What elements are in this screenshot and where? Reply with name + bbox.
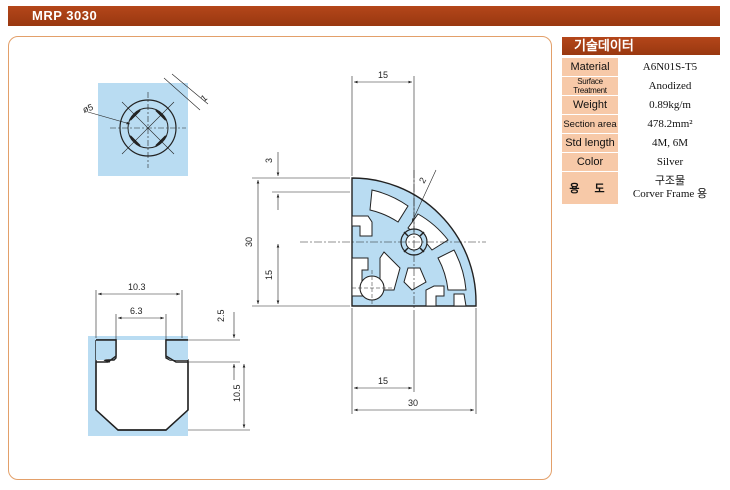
spec-value: Anodized bbox=[619, 76, 720, 96]
dim-top-15: 15 bbox=[378, 70, 388, 80]
spec-table: Material A6N01S-T5 Surface Treatment Ano… bbox=[562, 58, 720, 205]
spec-title-text: 기술데이터 bbox=[574, 38, 634, 53]
spec-title: 기술데이터 bbox=[562, 37, 720, 55]
dim-2-5: 2.5 bbox=[216, 309, 226, 322]
spec-label: Std length bbox=[562, 133, 620, 153]
bore-detail-background bbox=[98, 83, 188, 176]
bore-detail: ø5 1 bbox=[81, 73, 209, 176]
spec-value: Silver bbox=[619, 152, 720, 172]
dim-30-vertical: 30 bbox=[244, 237, 254, 247]
dim-2: 2 bbox=[417, 176, 428, 185]
spec-value: 4M, 6M bbox=[619, 133, 720, 153]
dim-1: 1 bbox=[199, 93, 209, 104]
dim-10-5: 10.5 bbox=[232, 384, 242, 402]
slot-detail: 10.3 6.3 2.5 10.5 bbox=[88, 282, 250, 436]
spec-value: 0.89kg/m bbox=[619, 95, 720, 115]
dim-bottom-30: 30 bbox=[408, 398, 418, 408]
spec-row-section-area: Section area 478.2mm² bbox=[562, 114, 720, 134]
dim-bottom-15: 15 bbox=[378, 376, 388, 386]
dim-3: 3 bbox=[264, 158, 274, 163]
spec-row-color: Color Silver bbox=[562, 152, 720, 172]
spec-label: Material bbox=[562, 58, 620, 77]
spec-value: 478.2mm² bbox=[619, 114, 720, 134]
spec-row-material: Material A6N01S-T5 bbox=[562, 58, 720, 77]
spec-label: Surface Treatment bbox=[562, 76, 620, 96]
spec-value: 구조물 Corver Frame 용 bbox=[619, 171, 720, 205]
spec-row-surface: Surface Treatment Anodized bbox=[562, 76, 720, 96]
use-line-2: Corver Frame 용 bbox=[632, 188, 708, 200]
spec-value: A6N01S-T5 bbox=[619, 58, 720, 77]
dim-6-3: 6.3 bbox=[130, 306, 143, 316]
spec-label: Weight bbox=[562, 95, 620, 115]
spec-row-std-length: Std length 4M, 6M bbox=[562, 133, 720, 153]
dim-dia-5: ø5 bbox=[81, 102, 94, 115]
profile-section bbox=[300, 170, 486, 318]
dim-15-vertical: 15 bbox=[264, 270, 274, 280]
page-title: MRP 3030 bbox=[32, 8, 98, 23]
drawing-frame bbox=[8, 36, 552, 480]
dim-10-3: 10.3 bbox=[128, 282, 146, 292]
spec-label: Section area bbox=[562, 114, 620, 134]
spec-row-use: 용 도 구조물 Corver Frame 용 bbox=[562, 171, 720, 205]
spec-row-weight: Weight 0.89kg/m bbox=[562, 95, 720, 115]
spec-label: 용 도 bbox=[562, 171, 620, 205]
use-line-1: 구조물 bbox=[654, 175, 686, 187]
profile-dimensions: 15 3 30 15 15 30 2 bbox=[244, 70, 477, 414]
spec-label: Color bbox=[562, 152, 620, 172]
header-bar: MRP 3030 bbox=[8, 6, 720, 26]
